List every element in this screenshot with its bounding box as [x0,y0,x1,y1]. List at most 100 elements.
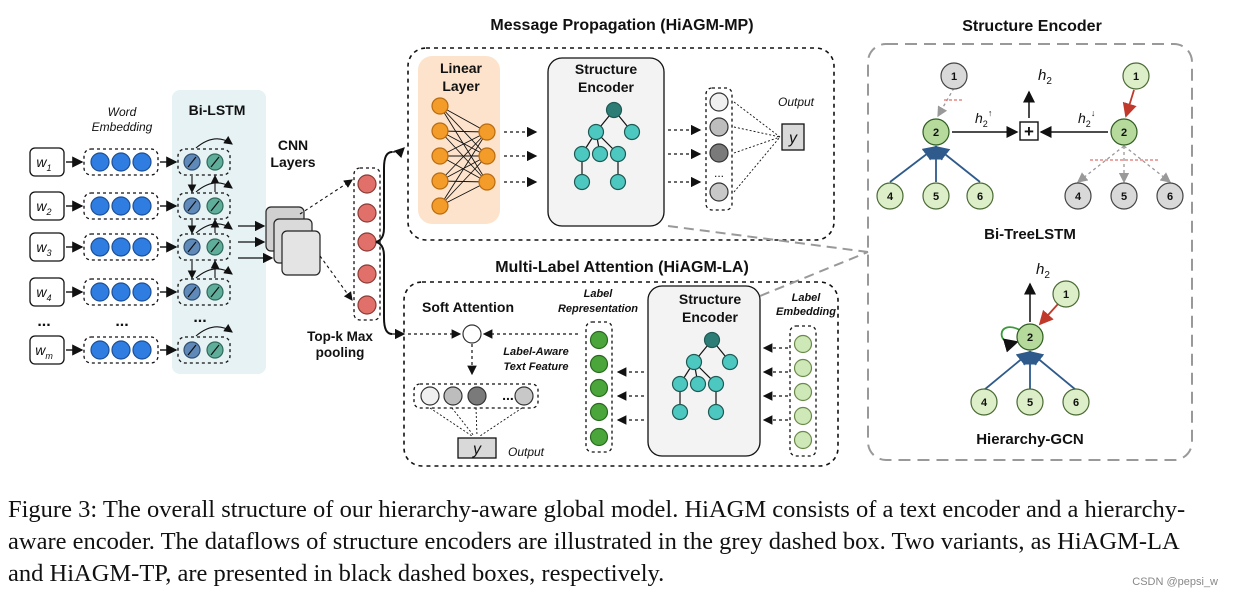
embedding-node [90,152,110,172]
bitree-left-node-4 [876,182,904,210]
word-input-box [29,147,65,177]
gcn-h2-label: h2 [1036,261,1050,281]
linear-layer-label: Layer [442,78,480,94]
linear-input-node [431,97,449,115]
label-representation-node [589,330,609,350]
topk-label: Top-k Max [307,329,373,344]
message-propagation-box: Message Propagation (HiAGM-MP) Linear La… [407,17,835,241]
bitree-right-node-1-label: 1 [1133,71,1139,83]
gcn-node-4-label: 4 [981,397,988,409]
mp-tree-node [573,145,591,163]
linear-weight [439,181,488,207]
pooled-feature-node [357,232,377,252]
bilstm-cell-box [177,278,231,306]
gcn-node-1 [1052,280,1080,308]
la-feature-node [467,386,487,406]
word-input-box [29,232,65,262]
watermark: CSDN @pepsi_w [1132,576,1218,588]
gcn-node-6 [1062,388,1090,416]
la-structure-encoder-label: Encoder [682,309,739,325]
bitree-right-node-5 [1110,182,1138,210]
gcn-child-edge [1028,350,1077,391]
bilstm-ellipsis: ... [193,309,206,326]
bitree-right-node-5-label: 5 [1121,191,1127,203]
recurrent-arrow [195,323,233,337]
la-structure-encoder-label: Structure [679,291,741,307]
lstm-slash [210,156,220,168]
cnn-label: CNN [278,137,308,153]
bilstm-background [172,90,266,374]
lstm-slash [187,344,197,356]
label-embedding-node [793,406,813,426]
la-tree-node [707,375,725,393]
la-tree-node [707,403,725,421]
embedding-box [83,278,159,306]
la-tree-node [685,353,703,371]
la-tree-node [689,375,707,393]
embedding-node [111,237,131,257]
embedding-node [90,282,110,302]
linear-weight [439,131,488,182]
linear-input-node [431,147,449,165]
bitree-left-node-1 [940,62,968,90]
la-dashed-box [403,281,839,467]
word-input-box [29,277,65,307]
word-input-label: wm [35,342,53,361]
bitree-left-node-5-label: 5 [933,191,939,203]
embedding-node [132,196,152,216]
linear-weight [439,105,488,133]
bilstm-cell-box [177,148,231,176]
word-input-box [29,335,65,365]
gcn-node-1-label: 1 [1063,289,1069,301]
label-representation-column [585,321,613,453]
lstm-slash [210,200,220,212]
embedding-node [90,237,110,257]
lstm-slash [210,286,220,298]
bitree-left-node-1-label: 1 [951,71,957,83]
label-embedding-node [793,358,813,378]
word-embedding-label: Embedding [92,120,153,134]
bitree-right-node-2 [1110,118,1138,146]
gcn-child-edge [983,350,1032,391]
embedding-node [132,152,152,172]
multi-label-attention-box: Multi-Label Attention (HiAGM-LA) Soft At… [403,259,839,467]
mp-tree-node [609,145,627,163]
mp-output-node [709,182,729,202]
embedding-node [132,340,152,360]
mp-tree-node [591,145,609,163]
linear-output-node [478,173,496,191]
bitree-left-node-2 [922,118,950,146]
lstm-slash [210,241,220,253]
label-embedding-node [793,334,813,354]
h2-down-label: h2↓ [1078,108,1095,129]
mp-y-label: y [788,130,798,147]
la-tree-node [671,375,689,393]
mp-tree-node [623,123,641,141]
linear-weight [439,155,488,207]
la-feature-node [420,386,440,406]
label-embedding-label: Embedding [776,306,836,318]
plus-icon: + [1024,122,1034,141]
mp-tree-node [605,101,623,119]
lstm-slash [187,200,197,212]
sum-box [1019,121,1039,141]
embedding-node [90,196,110,216]
linear-input-node [431,197,449,215]
label-representation-node [589,354,609,374]
bilstm-label: Bi-LSTM [189,102,246,118]
la-feature-node [514,386,534,406]
word-embedding-label: Word [108,105,137,119]
brace [375,151,393,335]
mp-tree-node [587,123,605,141]
word-input-label: w4 [36,284,51,303]
mp-output-label: Output [778,95,815,109]
bitree-right-node-1 [1122,62,1150,90]
embedding-node [111,340,131,360]
bitree-left-node-5 [922,182,950,210]
lstm-slash [187,156,197,168]
gcn-node-6-label: 6 [1073,397,1079,409]
gcn-node-2 [1016,323,1044,351]
gcn-node-5-label: 5 [1027,397,1033,409]
